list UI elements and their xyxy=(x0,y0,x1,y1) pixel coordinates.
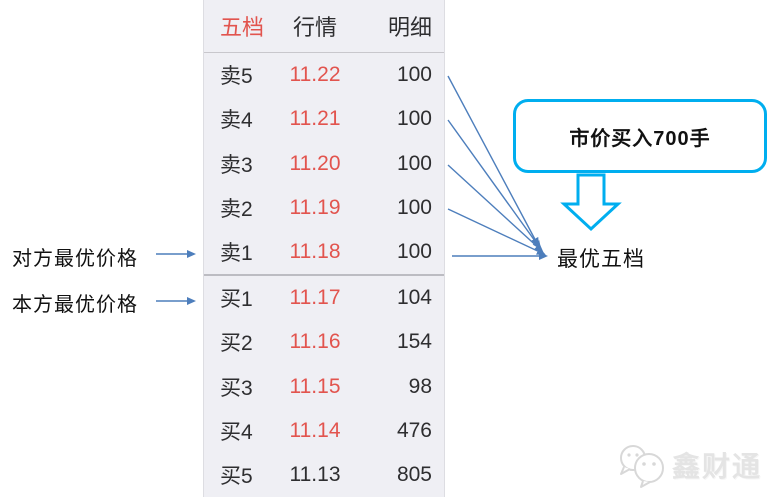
row-label: 买3 xyxy=(220,376,253,400)
row-price: 11.17 xyxy=(289,286,341,310)
row-volume: 805 xyxy=(396,462,432,486)
bid-ask-divider xyxy=(204,274,444,277)
tab-quotes[interactable]: 行情 xyxy=(292,15,337,40)
order-book-rows: 卖5 11.22 100 卖4 11.21 100 卖3 11.20 100 卖… xyxy=(204,53,444,497)
table-row-sell3[interactable]: 卖3 11.20 100 xyxy=(204,141,444,185)
row-volume: 100 xyxy=(396,63,432,87)
watermark: 鑫财通 xyxy=(616,441,762,489)
quote-tab-bar: 五档 行情 明细 xyxy=(204,0,444,53)
row-price: 11.14 xyxy=(289,418,341,442)
tab-details[interactable]: 明细 xyxy=(387,15,432,40)
row-label: 买2 xyxy=(220,332,253,356)
table-row-sell1[interactable]: 卖1 11.18 100 xyxy=(204,230,444,274)
row-label: 卖4 xyxy=(220,109,253,133)
market-buy-label: 市价买入700手 xyxy=(569,127,711,150)
counterparty-best-price-label: 对方最优价格 xyxy=(12,248,138,270)
row-label: 卖1 xyxy=(220,241,253,265)
table-row-buy4[interactable]: 买4 11.14 476 xyxy=(204,409,444,453)
row-price: 11.21 xyxy=(289,107,341,131)
row-label: 卖3 xyxy=(220,153,253,177)
tab-five-levels[interactable]: 五档 xyxy=(220,15,265,40)
own-best-price-label: 本方最优价格 xyxy=(12,294,138,316)
row-price: 11.19 xyxy=(289,195,341,219)
row-volume: 476 xyxy=(396,418,432,442)
table-row-buy1[interactable]: 买1 11.17 104 xyxy=(204,276,444,320)
row-label: 买4 xyxy=(220,420,253,444)
row-label: 卖2 xyxy=(220,197,253,221)
row-price: 11.15 xyxy=(289,374,341,398)
best-five-levels-label: 最优五档 xyxy=(557,248,645,271)
table-row-buy2[interactable]: 买2 11.16 154 xyxy=(204,320,444,364)
row-label: 买1 xyxy=(220,288,253,312)
converge-arrow-sell2 xyxy=(447,208,546,255)
table-row-sell4[interactable]: 卖4 11.21 100 xyxy=(204,97,444,141)
row-price: 11.20 xyxy=(289,151,341,175)
down-block-arrow xyxy=(560,173,622,232)
chat-bubbles-logo-icon xyxy=(620,445,664,488)
watermark-brand-text: 鑫财通 xyxy=(672,451,763,482)
row-volume: 98 xyxy=(408,374,432,398)
row-price: 11.22 xyxy=(289,63,341,87)
row-price: 11.16 xyxy=(289,330,341,354)
row-volume: 100 xyxy=(396,151,432,175)
order-book-panel: 五档 行情 明细 卖5 11.22 100 卖4 11.21 100 卖3 11… xyxy=(203,0,445,497)
converge-arrow-sell3 xyxy=(447,164,544,253)
table-row-buy3[interactable]: 买3 11.15 98 xyxy=(204,364,444,408)
row-volume: 104 xyxy=(396,286,432,310)
table-row-sell5[interactable]: 卖5 11.22 100 xyxy=(204,53,444,97)
row-volume: 154 xyxy=(396,330,432,354)
row-volume: 100 xyxy=(396,107,432,131)
row-price: 11.13 xyxy=(289,462,341,486)
row-price: 11.18 xyxy=(289,239,341,263)
market-buy-callout: 市价买入700手 xyxy=(513,99,767,173)
row-volume: 100 xyxy=(396,239,432,263)
row-label: 卖5 xyxy=(220,65,253,89)
table-row-sell2[interactable]: 卖2 11.19 100 xyxy=(204,186,444,230)
table-row-buy5[interactable]: 买5 11.13 805 xyxy=(204,453,444,497)
row-volume: 100 xyxy=(396,195,432,219)
row-label: 买5 xyxy=(220,464,253,488)
